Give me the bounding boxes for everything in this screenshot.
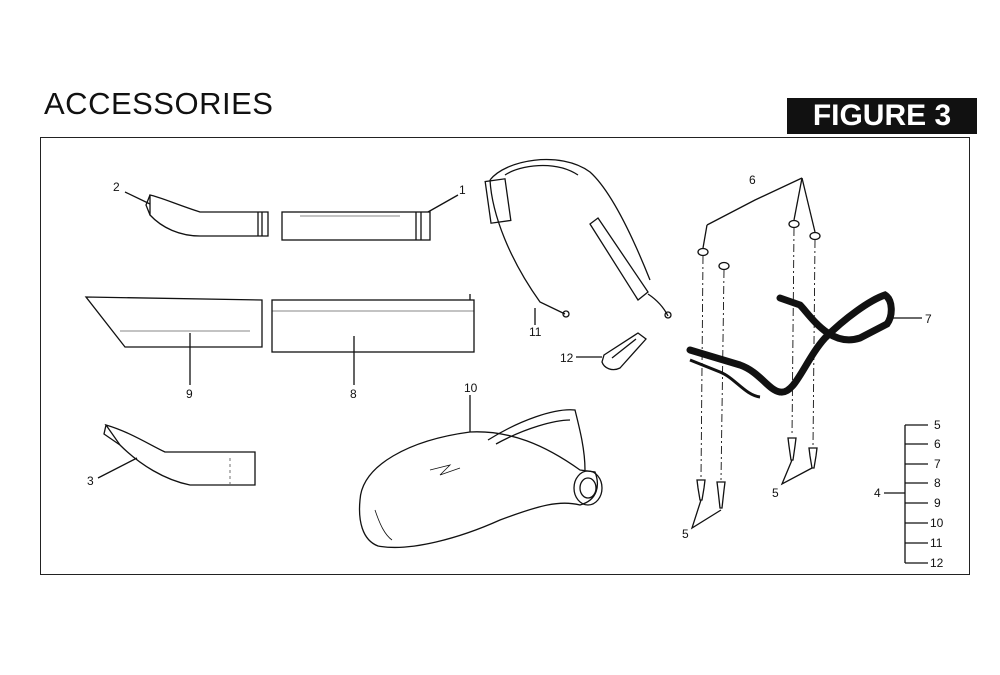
leader-3: [97, 457, 138, 479]
hood-attachment-part-10: [358, 409, 603, 549]
page-title: ACCESSORIES: [44, 86, 274, 121]
kit-list-item: 7: [934, 457, 941, 471]
callout-4: 4: [874, 486, 881, 500]
leader-2: [124, 191, 151, 205]
kit-list-item: 9: [934, 496, 941, 510]
callout-12: 12: [560, 351, 574, 365]
kit-list-bracket: [884, 424, 928, 564]
callout-3: 3: [87, 474, 94, 488]
straight-tube-part-1: [281, 211, 431, 241]
curved-nozzle-part-2: [145, 194, 269, 237]
leader-6b: [702, 224, 708, 249]
screws-part-5: [696, 437, 818, 509]
assembly-center-lines: [700, 227, 816, 481]
leader-6a: [706, 177, 803, 226]
leader-5b: [780, 459, 813, 486]
kit-list-item: 12: [930, 556, 944, 570]
leader-6c: [793, 177, 803, 221]
figure-label-badge: FIGURE 3: [787, 98, 977, 134]
leader-5a: [690, 499, 722, 530]
callout-8: 8: [350, 387, 357, 401]
diagram-panel: [40, 137, 970, 575]
kit-list-item: 10: [930, 516, 944, 530]
kit-list-item: 8: [934, 476, 941, 490]
callout-6: 6: [749, 173, 756, 187]
kit-list-item: 5: [934, 418, 941, 432]
kit-list-item: 6: [934, 437, 941, 451]
callout-5-upper: 5: [772, 486, 779, 500]
washers-part-6: [697, 219, 821, 271]
leader-6d: [801, 177, 816, 233]
extension-tube-part-8: [271, 294, 475, 353]
kit-list-item: 11: [930, 536, 943, 550]
callout-5-lower: 5: [682, 527, 689, 541]
callout-7: 7: [925, 312, 932, 326]
leader-1: [427, 194, 459, 213]
callout-11: 11: [529, 325, 542, 339]
bent-wand-part-3: [103, 423, 256, 486]
shoulder-strap-part-11: [484, 158, 672, 319]
handle-bracket-part-7: [686, 291, 895, 399]
callout-9: 9: [186, 387, 193, 401]
callout-2: 2: [113, 180, 120, 194]
crevice-tool-part-9: [84, 296, 263, 348]
strap-clip-part-12: [601, 332, 647, 371]
callout-1: 1: [459, 183, 466, 197]
callout-10: 10: [464, 381, 478, 395]
